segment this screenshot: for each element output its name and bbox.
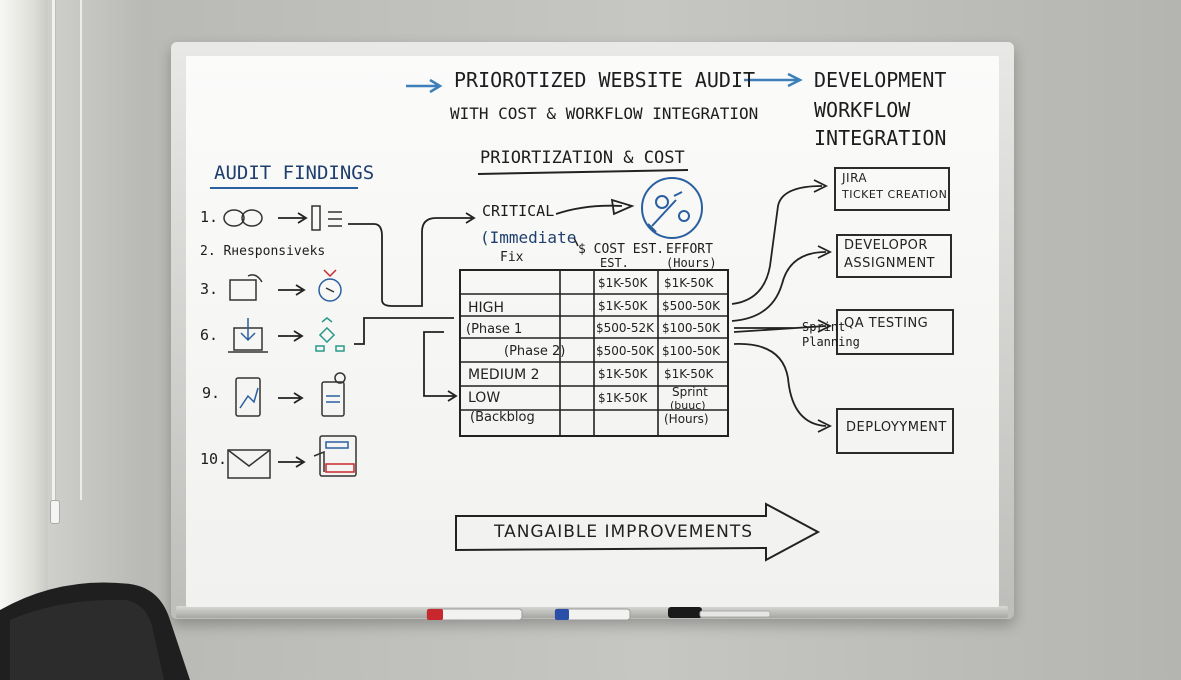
audit-num-6: 6.	[200, 326, 219, 344]
row4-cost: $1K-50K	[598, 367, 648, 381]
row-label-phase2: (Phase 2)	[504, 344, 566, 359]
audit-num-3: 3.	[200, 280, 219, 298]
eraser[interactable]	[699, 610, 771, 618]
priority-table	[459, 269, 729, 437]
connector-to-deployment	[733, 343, 833, 433]
developer-box[interactable]: DEVELOPOR ASSIGNMENT	[836, 234, 952, 278]
qa-testing-box[interactable]: QA TESTING	[836, 309, 954, 355]
audit-text-2: 2. Rнesponsiveks	[200, 244, 325, 259]
connector-to-qa	[733, 319, 833, 333]
dev-header-line3: INTEGRATION	[814, 126, 947, 150]
audit-num-2: 2.	[200, 244, 216, 259]
board-title-line1: PRIOROTIZED WEBSITE AUDIT	[454, 68, 756, 92]
tangible-improvements-label: TANGAIBLE IMPROVEMENTS	[494, 522, 754, 542]
audit-arrow-9	[278, 392, 304, 404]
row7-effort: (Hours)	[664, 412, 709, 426]
connector-to-jira	[731, 179, 829, 305]
bars-icon	[311, 205, 342, 231]
red-marker-cap	[427, 609, 443, 620]
tablet-icon	[235, 377, 261, 417]
row0-cost: $1K-50K	[598, 276, 648, 290]
envelope-icon	[227, 449, 271, 479]
row-label-backlog: (Backblog	[470, 410, 535, 425]
row2-effort: $100-50K	[662, 321, 721, 335]
row6-effort: (buuc)	[670, 399, 706, 412]
row-label-medium: MEDIUM 2	[468, 367, 540, 383]
audit-heading: AUDIT FINDINGS	[214, 162, 375, 184]
qa-line1: QA TESTING	[844, 316, 929, 331]
network-icon	[315, 317, 345, 352]
whiteboard: PRIOROTIZED WEBSITE AUDIT WITH COST & WO…	[186, 56, 999, 607]
audit-num-10: 10.	[200, 450, 228, 468]
audit-arrow-3	[278, 284, 306, 296]
deployment-box[interactable]: DEPLOYYMENT	[836, 408, 954, 454]
row-label-low: LOW	[468, 390, 501, 406]
developer-line1: DEVELOPOR	[844, 238, 928, 253]
col-cost-line2: EST.	[600, 256, 629, 270]
col-effort-line2: (Hours)	[666, 256, 717, 270]
fix-label: Fix	[500, 250, 524, 265]
blue-marker-cap	[555, 609, 569, 620]
title-arrow-right	[744, 72, 803, 88]
prioritization-heading: PRIORTIZATION & COST	[480, 148, 685, 168]
audit-item-2-text: Rнesponsiveks	[223, 244, 326, 259]
link-icon	[223, 209, 263, 227]
audit-icons	[223, 177, 703, 479]
document-icon	[321, 372, 346, 417]
row5-cost: $1K-50K	[598, 391, 648, 405]
col-effort-line1: EFFORT	[666, 242, 713, 257]
connector-to-critical	[348, 212, 476, 307]
row-label-high: HIGH	[468, 300, 505, 316]
row1-cost: $1K-50K	[598, 299, 648, 313]
prioritization-underline	[477, 169, 689, 175]
row-label-phase1: (Phase 1	[466, 322, 523, 337]
row4-effort: $1K-50K	[664, 367, 714, 381]
files-icon	[313, 435, 357, 477]
row1-effort: $500-50K	[662, 299, 721, 313]
row3-effort: $100-50K	[662, 344, 721, 358]
download-icon	[228, 318, 268, 353]
audit-num-1: 1.	[200, 208, 219, 226]
jira-box[interactable]: JIRA TICKET CREATION	[834, 167, 950, 211]
blind-cord-2	[80, 0, 82, 500]
immediate-label: (Immediate	[480, 228, 577, 247]
planning-label: Planning	[802, 335, 860, 349]
dev-header-line2: WORKFLOW	[814, 98, 911, 122]
jira-line2: TICKET CREATION	[842, 188, 948, 201]
critical-label: CRITICAL	[482, 202, 555, 220]
blind-cord-end	[50, 500, 60, 524]
blind-cord	[52, 0, 56, 505]
row5-effort: Sprint	[672, 385, 708, 399]
window-edge	[0, 0, 48, 675]
dev-header-line1: DEVELOPMENT	[814, 68, 947, 92]
badge-icon	[318, 269, 342, 302]
audit-num-9: 9.	[202, 384, 221, 402]
row0-effort: $1K-50K	[664, 276, 714, 290]
audit-arrow-6	[278, 330, 304, 342]
board-drawings	[210, 72, 833, 562]
gear-wrench-icon	[641, 177, 703, 239]
board-title-line2: WITH COST & WORKFLOW INTEGRATION	[450, 104, 759, 123]
tangible-arrow	[455, 502, 821, 562]
connector-to-high	[354, 317, 454, 345]
black-marker[interactable]	[668, 607, 702, 618]
developer-line2: ASSIGNMENT	[844, 256, 936, 271]
connector-to-low	[423, 331, 458, 402]
critical-tick	[573, 237, 579, 247]
audit-arrow-10	[278, 456, 306, 468]
row2-cost: $500-52K	[596, 321, 655, 335]
deployment-line1: DEPLOYYMENT	[846, 420, 947, 435]
sprint-label: Sprint	[802, 320, 846, 334]
jira-line1: JIRA	[842, 171, 868, 185]
row3-cost: $500-50K	[596, 344, 655, 358]
office-chair	[0, 582, 190, 680]
audit-arrow-1	[278, 212, 308, 224]
puzzle-icon	[229, 274, 263, 301]
critical-arrow	[555, 198, 635, 216]
title-arrow-left	[406, 78, 443, 94]
connector-to-developer	[731, 245, 833, 322]
col-cost-line1: $ COST EST.	[578, 242, 665, 257]
